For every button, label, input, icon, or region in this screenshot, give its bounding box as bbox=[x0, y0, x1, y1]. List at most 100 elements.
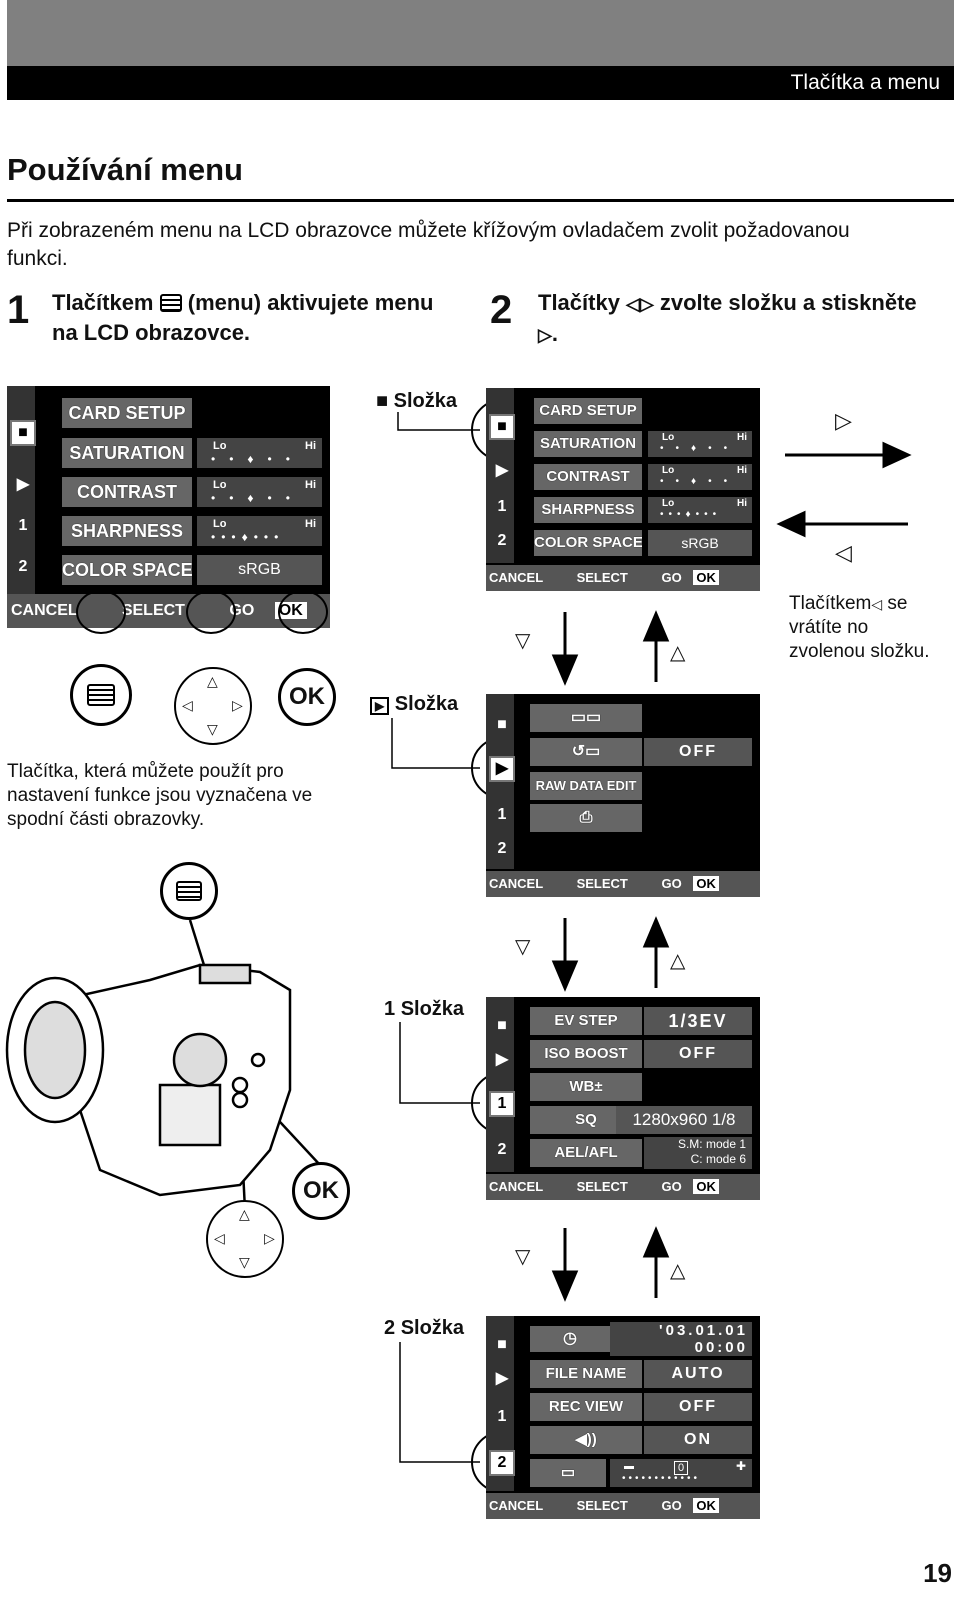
menu-item-color-space[interactable]: COLOR SPACE bbox=[62, 555, 192, 585]
step-2-text-end: . bbox=[551, 321, 558, 346]
play-tab-icon[interactable]: ▶ bbox=[489, 756, 515, 782]
menu-item-rec-view[interactable]: REC VIEW bbox=[530, 1393, 642, 1421]
menu-item-color-space[interactable]: COLOR SPACE bbox=[534, 530, 642, 556]
menu-item-contrast[interactable]: CONTRAST bbox=[62, 477, 192, 507]
menu-item-card-setup[interactable]: CARD SETUP bbox=[534, 398, 642, 424]
camera-tab-icon[interactable]: ■ bbox=[497, 1336, 507, 1353]
arrow-right-icon: ▷ bbox=[538, 325, 552, 345]
menu-item-file-name[interactable]: FILE NAME bbox=[530, 1360, 642, 1388]
clock-icon: ◷ bbox=[563, 1330, 577, 1347]
contrast-lo-label: Lo bbox=[662, 465, 675, 476]
menu-item-wb[interactable]: WB± bbox=[530, 1073, 642, 1101]
camera-ok-button[interactable]: OK bbox=[292, 1162, 350, 1220]
clock-value[interactable]: '03.01.01 00:00 bbox=[610, 1322, 752, 1356]
sharpness-lo-label: Lo bbox=[662, 498, 675, 509]
camera-folder-text: Složka bbox=[393, 390, 458, 412]
contrast-scale[interactable]: Lo Hi ••♦•• bbox=[197, 477, 322, 507]
menu-item-saturation[interactable]: SATURATION bbox=[534, 431, 642, 457]
play-tab-icon[interactable]: ▶ bbox=[495, 462, 509, 479]
saturation-scale[interactable]: Lo Hi ••♦•• bbox=[197, 438, 322, 468]
file-name-value[interactable]: AUTO bbox=[644, 1360, 752, 1388]
menu-item-slideshow[interactable]: ▭▭ bbox=[530, 704, 642, 732]
menu-item-raw-data-edit[interactable]: RAW DATA EDIT bbox=[530, 772, 642, 800]
camera-tab-icon[interactable]: ■ bbox=[497, 1017, 507, 1034]
setup1-tab-icon[interactable]: 1 bbox=[18, 517, 28, 534]
camera-tab-icon[interactable]: ■ bbox=[489, 414, 515, 440]
sharpness-dots: •••♦••• bbox=[211, 530, 285, 544]
camera-tab-icon[interactable]: ■ bbox=[497, 716, 507, 733]
menu-item-saturation[interactable]: SATURATION bbox=[62, 438, 192, 468]
cancel-label: CANCEL bbox=[489, 1498, 543, 1513]
saturation-dots: ••♦•• bbox=[660, 443, 740, 454]
setup1-folder-label: 1 Složka bbox=[384, 998, 464, 1021]
select-label: SELECT bbox=[576, 876, 628, 891]
go-label: GO bbox=[661, 1179, 682, 1194]
arrow-down-key-icon: ▽ bbox=[515, 630, 531, 652]
camera-folder-label: ■ Složka bbox=[376, 390, 457, 413]
menu-item-clock[interactable]: ◷ bbox=[530, 1326, 610, 1352]
play-tab-icon[interactable]: ▶ bbox=[16, 476, 30, 493]
step-2-number: 2 bbox=[490, 288, 513, 332]
menu-item-rotate[interactable]: ↺▭ bbox=[530, 738, 642, 766]
color-space-value[interactable]: sRGB bbox=[197, 555, 322, 585]
menu-item-beep[interactable]: ◀)) bbox=[530, 1426, 642, 1454]
lcd-bottom-bar: CANCEL SELECT GO OK bbox=[486, 1174, 760, 1200]
setup1-tab-icon[interactable]: 1 bbox=[497, 806, 507, 823]
play-tab-icon[interactable]: ▶ bbox=[495, 1370, 509, 1387]
iso-boost-value[interactable]: OFF bbox=[644, 1040, 752, 1068]
play-tab-icon[interactable]: ▶ bbox=[495, 1051, 509, 1068]
setup2-tab-icon[interactable]: 2 bbox=[497, 532, 507, 549]
saturation-hi-label: Hi bbox=[737, 432, 747, 443]
rec-view-value[interactable]: OFF bbox=[644, 1393, 752, 1421]
step-1-text: Tlačítkem (menu) aktivujete menu na LCD … bbox=[52, 288, 452, 348]
rotate-value[interactable]: OFF bbox=[644, 738, 752, 766]
beep-value[interactable]: ON bbox=[644, 1426, 752, 1454]
setup2-tab-icon[interactable]: 2 bbox=[18, 558, 28, 575]
camera-eyepiece bbox=[172, 1032, 228, 1088]
step-1-text-before: Tlačítkem bbox=[52, 290, 154, 315]
setup2-tab-icon[interactable]: 2 bbox=[489, 1450, 515, 1476]
sq-value[interactable]: 1280x960 1/8 bbox=[616, 1106, 752, 1134]
cancel-label: CANCEL bbox=[489, 876, 543, 891]
camera-arrow-pad[interactable]: △ ▽ ◁ ▷ bbox=[206, 1200, 284, 1278]
arrow-pad[interactable]: △ ▽ ◁ ▷ bbox=[174, 667, 252, 745]
ev-step-value[interactable]: 1/3EV bbox=[644, 1007, 752, 1035]
time-value: 00:00 bbox=[694, 1339, 748, 1356]
ok-button[interactable]: OK bbox=[278, 668, 336, 726]
sharpness-scale[interactable]: Lo Hi •••♦••• bbox=[197, 516, 322, 546]
setup2-folder-label: 2 Složka bbox=[384, 1317, 464, 1340]
menu-button[interactable] bbox=[70, 664, 132, 726]
setup2-tab-icon[interactable]: 2 bbox=[497, 1141, 507, 1158]
contrast-hi-label: Hi bbox=[305, 479, 316, 491]
color-space-value[interactable]: sRGB bbox=[648, 530, 752, 556]
setup1-folder-icon: 1 bbox=[384, 998, 396, 1020]
menu-item-ael-afl[interactable]: AEL/AFL bbox=[530, 1139, 642, 1167]
menu-item-ev-step[interactable]: EV STEP bbox=[530, 1007, 642, 1035]
go-label: GO bbox=[661, 1498, 682, 1513]
menu-item-iso-boost[interactable]: ISO BOOST bbox=[530, 1040, 642, 1068]
menu-item-sharpness[interactable]: SHARPNESS bbox=[534, 497, 642, 523]
menu-item-sharpness[interactable]: SHARPNESS bbox=[62, 516, 192, 546]
setup1-tab-icon[interactable]: 1 bbox=[497, 1408, 507, 1425]
lcd-bottom-bar: CANCEL SELECT GO OK bbox=[486, 871, 760, 897]
contrast-scale[interactable]: Lo Hi ••♦•• bbox=[648, 464, 752, 490]
return-note-rest: se vrátíte no zvolenou složku. bbox=[789, 593, 930, 662]
menu-item-card-setup[interactable]: CARD SETUP bbox=[62, 398, 192, 428]
camera-tab-icon[interactable]: ■ bbox=[10, 420, 36, 446]
setup1-folder-text: Složka bbox=[400, 998, 465, 1020]
menu-item-contrast[interactable]: CONTRAST bbox=[534, 464, 642, 490]
setup1-tab-icon[interactable]: 1 bbox=[497, 498, 507, 515]
setup2-tab-icon[interactable]: 2 bbox=[497, 840, 507, 857]
camera-menu-button[interactable] bbox=[160, 862, 218, 920]
arrow-down-key-icon: ▽ bbox=[515, 936, 531, 958]
lcd-brightness-scale[interactable]: ▬ ✚ 0 •••••••••••• bbox=[610, 1459, 752, 1487]
saturation-scale[interactable]: Lo Hi ••♦•• bbox=[648, 431, 752, 457]
ok-label: OK bbox=[693, 1498, 719, 1513]
step-1-number: 1 bbox=[7, 288, 30, 332]
ael-afl-value[interactable]: S.M: mode 1 C: mode 6 bbox=[644, 1137, 752, 1169]
sharpness-scale[interactable]: Lo Hi •••♦••• bbox=[648, 497, 752, 523]
menu-item-lcd-brightness[interactable]: ▭ bbox=[530, 1459, 606, 1487]
arrow-up-key-icon: △ bbox=[670, 1260, 686, 1282]
menu-item-print[interactable]: ⎙ bbox=[530, 804, 642, 832]
setup1-tab-icon[interactable]: 1 bbox=[489, 1091, 515, 1117]
